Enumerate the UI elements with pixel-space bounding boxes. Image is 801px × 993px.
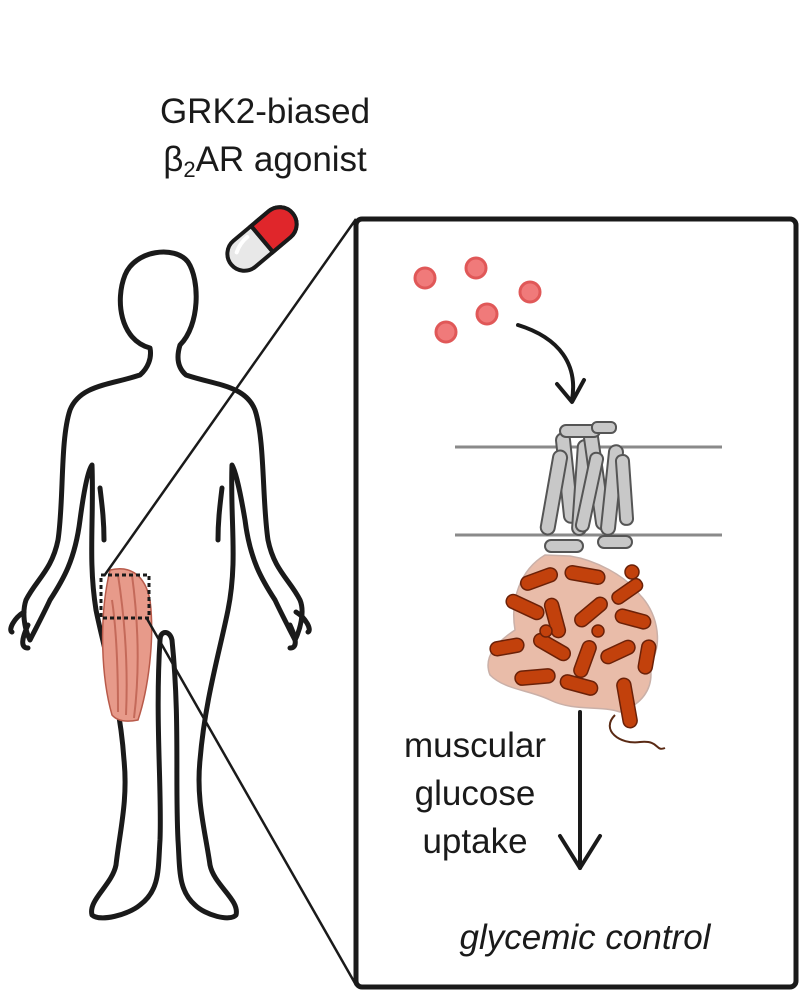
grk2-structure-icon [487, 554, 666, 750]
inset-panel [353, 216, 799, 990]
effect-label-line3: uptake [422, 822, 528, 861]
muscle-zoom-box [99, 573, 151, 620]
drug-title-line2: β2AR agonist [120, 136, 410, 184]
receptor-structure-icon [539, 421, 635, 553]
ligand-molecules-icon [413, 256, 542, 344]
binding-arrow [516, 323, 586, 404]
muscle-icon [99, 568, 153, 722]
human-body-icon [8, 249, 312, 921]
effect-label-line1: muscular [404, 726, 546, 765]
outcome-label: glycemic control [459, 918, 711, 957]
beta-symbol: β [163, 140, 184, 179]
zoom-line-top [102, 218, 358, 577]
drug-title-line1: GRK2-biased [159, 92, 371, 131]
drug-title-suffix: AR agonist [195, 140, 367, 179]
uptake-arrow [558, 710, 602, 870]
pill-icon [225, 205, 299, 273]
zoom-line-bottom [144, 616, 358, 986]
effect-label-line2: glucose [414, 774, 536, 813]
effect-label: muscular glucose uptake [380, 722, 570, 866]
drug-title: GRK2-biased β2AR agonist [120, 88, 410, 184]
beta-subscript: 2 [183, 157, 196, 182]
